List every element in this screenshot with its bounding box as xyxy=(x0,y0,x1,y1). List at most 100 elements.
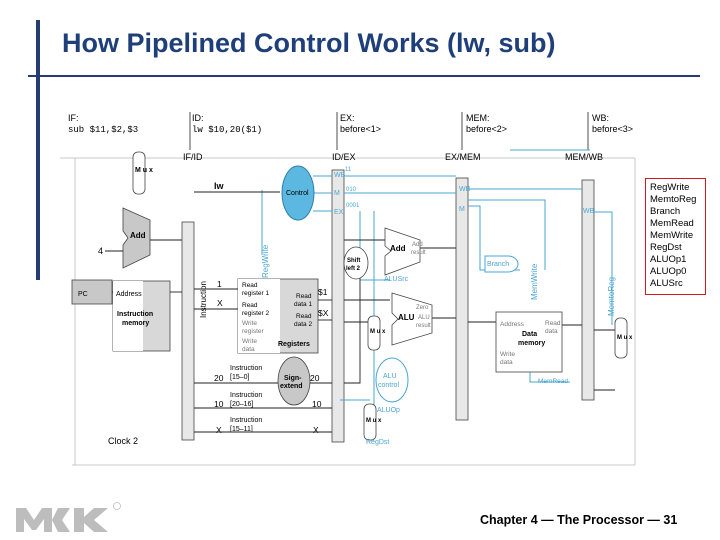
constant-four: 4 xyxy=(98,246,103,256)
read-reg1-label: Read xyxy=(242,282,258,289)
im-address-label: Address xyxy=(116,291,142,298)
dm-address-label: Address xyxy=(500,321,525,328)
if-id-register-label: IF/ID xyxy=(183,152,203,162)
alu-result-label-2: result xyxy=(416,323,431,329)
value-dollar-x: $X xyxy=(318,308,329,318)
wb-stage-instruction: before<3> xyxy=(592,124,633,134)
memread-control-wire xyxy=(529,370,570,383)
pc-label: PC xyxy=(78,291,88,298)
ex-mem-register-label: EX/MEM xyxy=(445,152,481,162)
memwrite-vertical-label: MemWrite xyxy=(530,263,539,300)
instr-15-0-label: Instruction xyxy=(230,365,262,372)
dm-read-label-2: data xyxy=(545,328,558,335)
shift-label-1: Shift xyxy=(347,258,360,264)
if-stage-instruction: sub $11,$2,$3 xyxy=(68,125,138,135)
legend-item-aluop1: ALUOp1 xyxy=(650,254,687,265)
pc-adder-label: Add xyxy=(130,231,146,240)
alusrc-mux xyxy=(367,315,381,351)
value-x-4: X xyxy=(313,425,319,435)
write-data-label: Write xyxy=(242,338,257,345)
legend-item-memwrite: MemWrite xyxy=(650,230,694,241)
memwrite-control-wire xyxy=(468,199,546,270)
slide-title: How Pipelined Control Works (lw, sub) xyxy=(62,28,556,58)
mem-stage-instruction: before<2> xyxy=(466,124,507,134)
value-10-a: 10 xyxy=(214,399,224,409)
aluop-label: ALUOp xyxy=(377,407,400,414)
alu-result-label-1: ALU xyxy=(418,315,430,321)
instr-15-0-range: [15–0] xyxy=(230,374,250,381)
value-20-b: 20 xyxy=(310,373,320,383)
sign-extend-label-2: extend xyxy=(280,383,303,390)
shift-left-2-unit xyxy=(343,246,369,280)
m-control-bits: 010 xyxy=(346,187,357,193)
read-data2-label-b: data 2 xyxy=(294,321,312,328)
wb-stage-label: WB: xyxy=(592,113,609,123)
branch-adder-label: Add xyxy=(390,244,406,253)
data-memory xyxy=(495,311,563,373)
exmem-wb-field: WB xyxy=(459,186,471,193)
instruction-memory-shade xyxy=(113,281,143,351)
alu-control-label-1: ALU xyxy=(383,373,397,380)
program-counter xyxy=(71,279,113,305)
memwb-wb-field: WB xyxy=(583,208,595,215)
pc-adder xyxy=(122,207,151,269)
sign-extend-unit xyxy=(277,356,311,406)
pc-source-mux xyxy=(132,151,146,195)
branch-adder-add-label: Add xyxy=(412,242,423,248)
alu-control-label-2: control xyxy=(378,382,399,389)
read-reg2-label-b: register 2 xyxy=(242,310,269,317)
legend-item-memtoreg: MemtoReg xyxy=(650,194,697,205)
sign-extend-label-1: Sign- xyxy=(284,375,302,382)
memtoreg-control-wire xyxy=(594,211,613,325)
idex-ex-field: EX xyxy=(334,209,344,216)
ex-control-bits: 0001 xyxy=(346,203,360,209)
legend-item-memread: MemRead xyxy=(650,218,694,229)
dm-write-label-2: data xyxy=(500,359,513,366)
im-title-1: Instruction xyxy=(117,311,153,318)
memread-label: MemRead xyxy=(538,378,568,385)
shift-label-2: left 2 xyxy=(346,266,361,272)
idex-m-field: M xyxy=(334,190,340,197)
read-reg2-label: Read xyxy=(242,302,258,309)
value-x-1: X xyxy=(217,298,223,308)
offset-to-shift-wire xyxy=(344,270,361,384)
mem-wb-pipeline-register xyxy=(581,179,595,401)
mem-wb-register-label: MEM/WB xyxy=(565,152,603,162)
id-stage-label: ID: xyxy=(192,113,204,123)
value-20-a: 20 xyxy=(214,373,224,383)
dm-write-label-1: Write xyxy=(500,351,515,358)
alusrc-mux-label: M u x xyxy=(370,329,386,335)
slide-footer: Chapter 4 — The Processor — 31 xyxy=(480,513,678,527)
write-reg-label: Write xyxy=(242,320,257,327)
if-id-pipeline-register xyxy=(181,221,195,441)
memtoreg-mux-label: M u x xyxy=(617,335,633,341)
instr-15-11-range: [15–11] xyxy=(230,426,253,433)
pc-mux-label: M u x xyxy=(135,167,153,174)
memtoreg-vertical-label: MemtoReg xyxy=(607,277,616,316)
read-data1-label: Read xyxy=(296,293,312,300)
title-underline-bar xyxy=(28,75,700,77)
dm-title-1: Data xyxy=(522,331,537,338)
branch-and-gate xyxy=(484,255,519,273)
instr-15-11-label: Instruction xyxy=(230,417,262,424)
control-unit xyxy=(281,165,315,221)
instr-20-16-label: Instruction xyxy=(230,392,262,399)
clock-label: Clock 2 xyxy=(108,436,138,446)
exmem-m-field: M xyxy=(459,206,465,213)
instr-20-16-range: [20–16] xyxy=(230,401,253,408)
memtoreg-mux xyxy=(614,317,628,359)
regdst-label: RegDst xyxy=(366,439,389,446)
registers-label: Registers xyxy=(278,341,310,348)
alu-control-unit xyxy=(375,357,409,403)
ex-stage-instruction: before<1> xyxy=(340,124,381,134)
branch-adder-result-label: result xyxy=(411,250,426,256)
lw-label: lw xyxy=(214,181,225,191)
im-title-2: memory xyxy=(122,320,149,327)
idex-wb-field: WB xyxy=(334,172,346,179)
if-stage-label: IF: xyxy=(68,113,79,123)
write-reg-label-b: register xyxy=(242,328,265,335)
publisher-logo xyxy=(16,502,121,532)
id-ex-register-label: ID/EX xyxy=(332,152,356,162)
instruction-vertical-label: Instruction xyxy=(199,281,208,318)
